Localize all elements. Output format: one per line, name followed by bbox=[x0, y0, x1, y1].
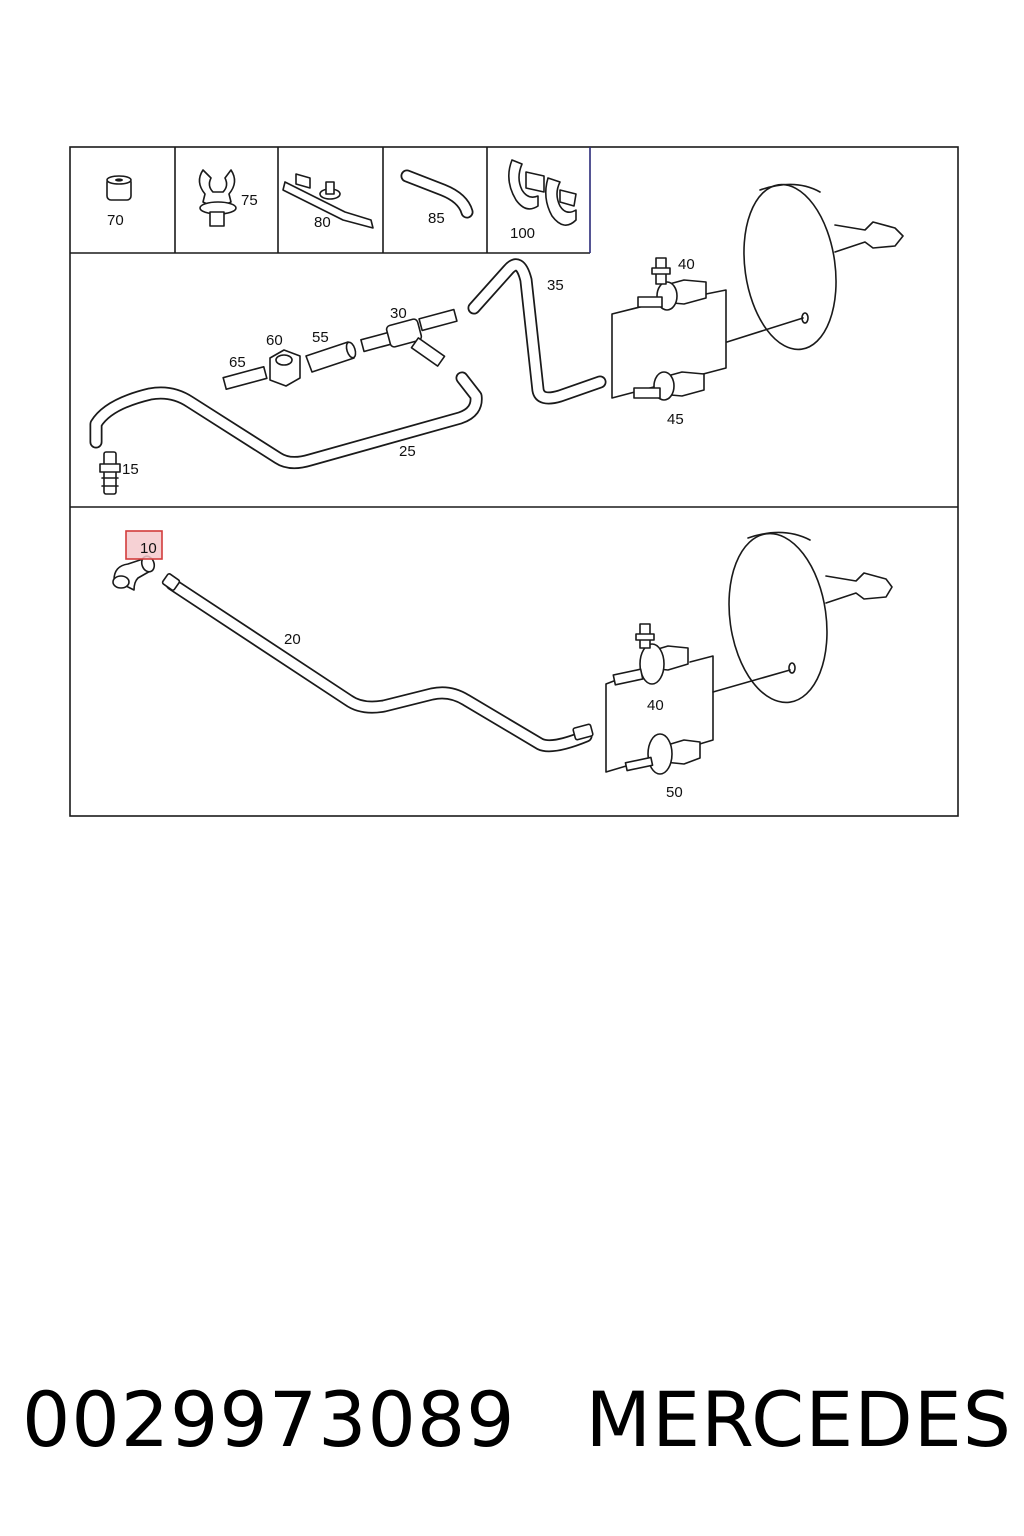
part-55-sleeve bbox=[305, 341, 357, 373]
callout-20: 20 bbox=[284, 631, 301, 648]
callout-40-upper: 40 bbox=[678, 256, 695, 273]
part-20-vacuum-line bbox=[161, 573, 594, 753]
part-30-tee-connector bbox=[360, 308, 458, 367]
part-75-clip bbox=[198, 169, 237, 227]
callout-70: 70 bbox=[107, 212, 124, 229]
part-45-check-valve-upper bbox=[633, 371, 705, 401]
callout-35: 35 bbox=[547, 277, 564, 294]
leader-line-booster-lower bbox=[712, 669, 791, 693]
callout-10-highlight bbox=[125, 530, 163, 560]
caption: 0029973089 MERCEDES bbox=[22, 1364, 1012, 1474]
callout-100: 100 bbox=[510, 225, 535, 242]
part-40-check-valve-upper bbox=[637, 257, 707, 311]
diagram-frame bbox=[69, 146, 959, 817]
callout-60: 60 bbox=[266, 332, 283, 349]
callout-80: 80 bbox=[314, 214, 331, 231]
brand-name: MERCEDES bbox=[585, 1374, 1012, 1464]
part-10-elbow-connector bbox=[112, 555, 156, 591]
callout-10: 10 bbox=[140, 540, 157, 557]
part-number: 0029973089 bbox=[22, 1374, 516, 1464]
part-80-cable-tie bbox=[282, 173, 374, 229]
part-60-nut bbox=[269, 349, 301, 387]
part-85-hose bbox=[400, 169, 474, 219]
callout-30: 30 bbox=[390, 305, 407, 322]
callout-75: 75 bbox=[241, 192, 258, 209]
callout-85: 85 bbox=[428, 210, 445, 227]
callout-40-lower: 40 bbox=[647, 697, 664, 714]
leader-line-booster-upper bbox=[726, 317, 804, 343]
brake-booster-upper bbox=[743, 183, 904, 351]
part-15-fitting bbox=[99, 451, 121, 495]
part-70-bushing bbox=[106, 175, 132, 201]
part-35-hose bbox=[467, 258, 607, 405]
part-25-vacuum-line bbox=[89, 371, 483, 470]
part-50-check-valve bbox=[624, 733, 701, 775]
callout-25: 25 bbox=[399, 443, 416, 460]
callout-50: 50 bbox=[666, 784, 683, 801]
part-65-connector bbox=[222, 365, 268, 391]
callout-65: 65 bbox=[229, 354, 246, 371]
part-100-double-clip bbox=[508, 159, 577, 226]
parts-diagram: 70 75 80 85 100 40 bbox=[69, 146, 959, 817]
callout-15: 15 bbox=[122, 461, 139, 478]
callout-45: 45 bbox=[667, 411, 684, 428]
callout-55: 55 bbox=[312, 329, 329, 346]
brake-booster-lower bbox=[728, 531, 893, 704]
part-40-check-valve-lower bbox=[612, 623, 689, 686]
